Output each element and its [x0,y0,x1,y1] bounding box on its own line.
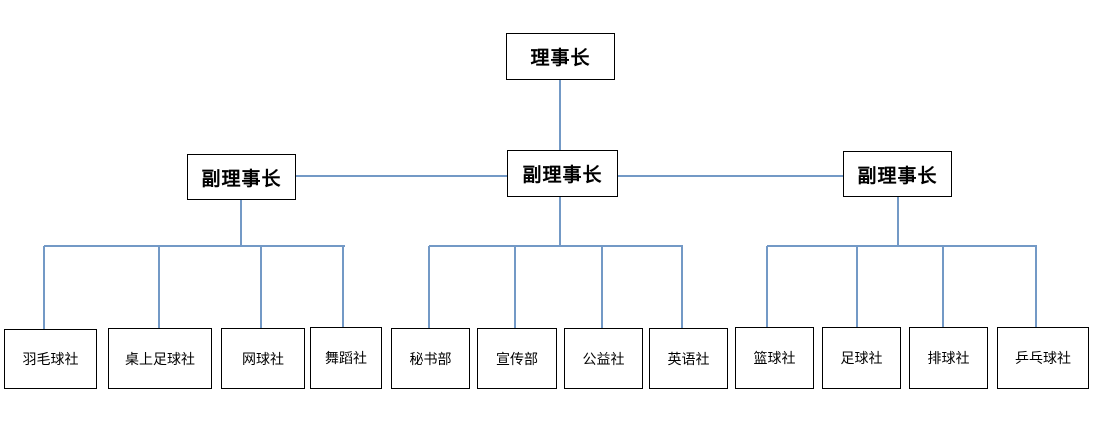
club-box: 羽毛球社 [4,329,97,389]
club-box: 排球社 [909,327,988,389]
club-box: 乒乓球社 [997,327,1089,389]
club-box: 公益社 [564,328,643,389]
vice-chairman-box-2: 副理事长 [507,150,618,197]
vice-chairman-box-1: 副理事长 [187,154,296,200]
club-box: 舞蹈社 [310,327,382,389]
club-box: 宣传部 [477,328,557,389]
club-box: 英语社 [649,328,728,389]
club-box: 桌上足球社 [108,328,212,389]
club-box: 足球社 [822,327,901,389]
chairman-box: 理事长 [506,33,615,80]
vice-chairman-box-3: 副理事长 [843,151,952,197]
club-box: 篮球社 [735,327,814,389]
club-box: 网球社 [221,328,305,389]
club-box: 秘书部 [391,328,470,389]
